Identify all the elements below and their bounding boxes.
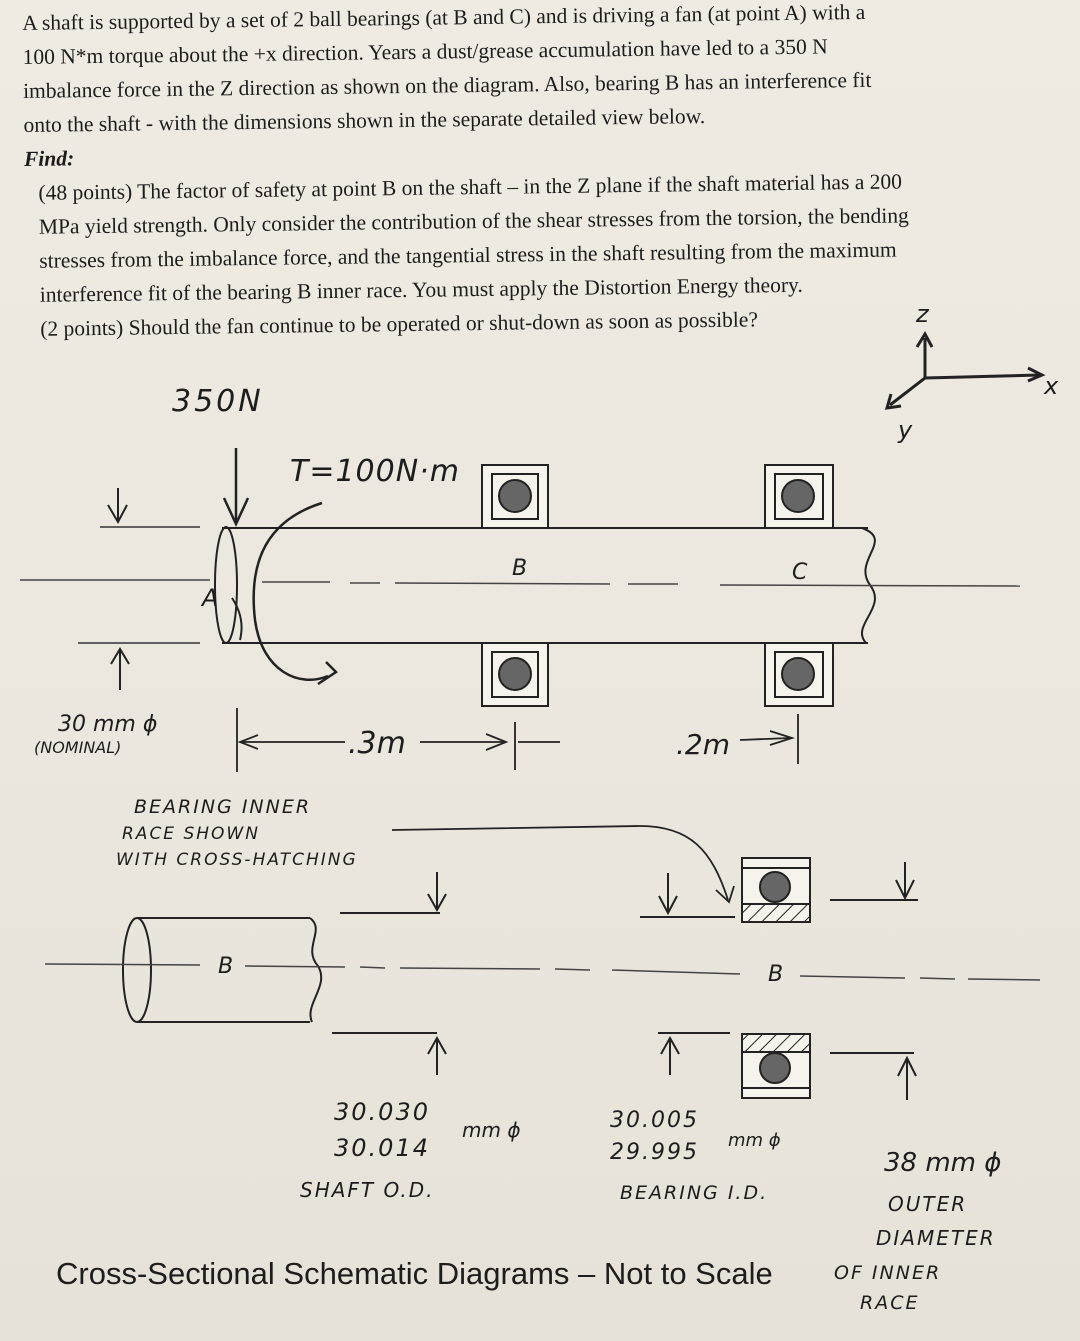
bearing-id-max: 30.005 [610, 1108, 699, 1133]
diameter-arrows [107, 488, 130, 690]
detail-shaft-label: B [218, 954, 234, 979]
dimension-bc [518, 714, 799, 764]
dimension-ab [236, 708, 516, 772]
detail-centerline [44, 963, 1041, 981]
bearing-id-dimension [640, 873, 735, 1075]
figure-caption: Cross-Sectional Schematic Diagrams – Not… [56, 1256, 773, 1291]
point-c-label: C [792, 560, 808, 585]
coordinate-axes [884, 330, 1046, 410]
shaft-diameter-note: (NOMINAL) [34, 738, 122, 757]
z-axis-label: z [916, 300, 929, 328]
bearing-id-unit: mm ϕ [728, 1130, 781, 1151]
outer-diameter-dimension [830, 862, 918, 1100]
detail-note-line: WITH CROSS-HATCHING [116, 850, 358, 870]
bearing-id-min: 29.995 [610, 1140, 699, 1165]
force-arrow [222, 448, 250, 527]
bearing-c [764, 464, 834, 707]
detail-bearing-label: B [768, 962, 784, 987]
shaft-od-dimension [332, 872, 447, 1075]
shaft-diameter-label: 30 mm ϕ [58, 712, 158, 737]
detail-note-line: RACE SHOWN [122, 824, 260, 844]
outer-caption-line: RACE [860, 1292, 920, 1314]
detail-note-line: BEARING INNER [134, 796, 312, 818]
outer-caption-line: DIAMETER [876, 1226, 996, 1250]
torque-label: T=100N·m [290, 454, 460, 489]
dimension-bc-label: .2m [676, 728, 730, 761]
detail-bearing-bottom [741, 1033, 811, 1099]
shaft-od-unit: mm ϕ [462, 1118, 521, 1142]
bearing-id-caption: BEARING I.D. [620, 1182, 769, 1204]
outer-diameter-label: 38 mm ϕ [884, 1148, 1002, 1178]
force-label: 350N [172, 384, 264, 419]
point-a-mark [231, 597, 243, 641]
shaft-od-caption: SHAFT O.D. [300, 1178, 435, 1202]
outer-caption-line: OUTER [888, 1192, 968, 1216]
detail-bearing-top [741, 857, 811, 923]
bearing-b [481, 464, 549, 707]
point-a-label: A [202, 584, 219, 612]
shaft-od-min: 30.014 [334, 1134, 430, 1162]
dimension-ab-label: .3m [348, 726, 406, 761]
outer-caption-line: OF INNER [834, 1262, 942, 1284]
detail-pointer [391, 825, 735, 904]
diameter-extension-lines [78, 526, 200, 644]
shaft-od-max: 30.030 [334, 1098, 430, 1126]
y-axis-label: y [898, 416, 913, 444]
torque-arrow [252, 501, 338, 686]
top-centerline [20, 579, 1021, 587]
x-axis-label: x [1044, 372, 1059, 400]
point-b-label: B [512, 556, 528, 581]
